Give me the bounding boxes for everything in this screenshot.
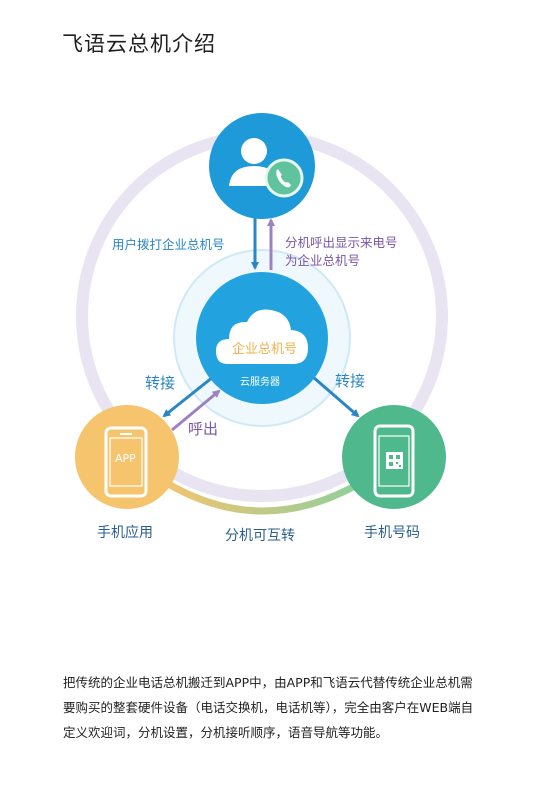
phone-icon xyxy=(264,158,304,198)
label-app-screen: APP xyxy=(115,452,136,465)
label-callout: 呼出 xyxy=(188,420,219,438)
label-cloud-number: 企业总机号 xyxy=(232,342,298,357)
page-title: 飞语云总机介绍 xyxy=(62,32,216,56)
bottom-link-arc xyxy=(163,478,364,515)
label-transfer-right: 转接 xyxy=(335,372,366,390)
label-display-line2: 为企业总机号 xyxy=(285,253,361,268)
top-user-node xyxy=(209,113,315,219)
cloud-icon xyxy=(216,309,308,364)
arrow-callout xyxy=(171,389,221,432)
label-node-app: 手机应用 xyxy=(97,525,153,541)
smartphone-icon xyxy=(373,424,415,498)
cloud-server-node xyxy=(196,272,328,404)
intro-description: 把传统的企业电话总机搬迁到APP中，由APP和飞语云代替传统企业总机需要购买的整… xyxy=(63,675,474,740)
label-transfer-left: 转接 xyxy=(145,374,176,392)
label-node-number: 手机号码 xyxy=(364,525,420,541)
smartphone-icon xyxy=(104,426,148,498)
label-user-call: 用户拨打企业总机号 xyxy=(112,237,225,252)
qr-code-icon xyxy=(386,452,403,469)
app-node xyxy=(75,405,179,509)
label-display-line1: 分机呼出显示来电号 xyxy=(285,235,398,250)
arrow-transfer-right xyxy=(312,375,360,418)
label-bottom-link: 分机可互转 xyxy=(225,528,295,544)
arrow-transfer-left xyxy=(162,375,214,418)
number-node xyxy=(342,405,446,509)
label-cloud-server: 云服务器 xyxy=(240,377,280,388)
